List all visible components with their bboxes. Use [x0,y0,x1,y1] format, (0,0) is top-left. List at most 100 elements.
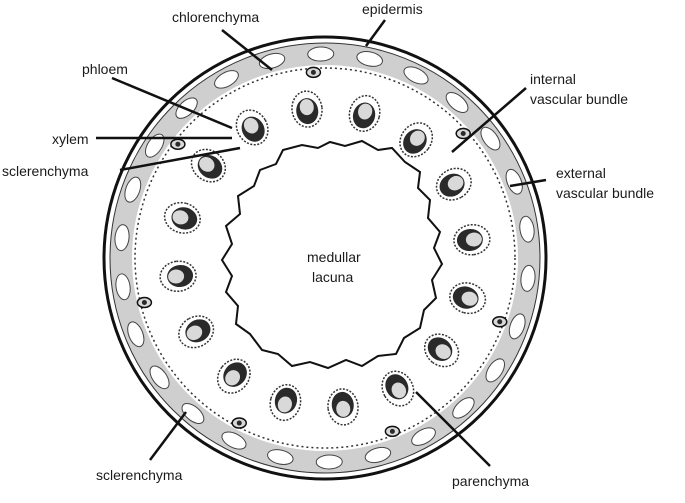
bundle-phloem [409,130,425,146]
chlorenchyma-patch [364,446,392,464]
chlorenchyma-patch [307,46,335,62]
chlorenchyma-patch [267,449,294,465]
label-phloem: phloem [82,61,128,77]
bundle-phloem [199,156,215,172]
bundle-phloem [358,103,373,120]
bundle-phloem [168,269,185,284]
external-bundle-core [236,420,242,426]
chlorenchyma-patch [214,70,239,89]
leader-chlorenchyma [221,29,273,71]
bundle-phloem [336,400,351,417]
internal-vascular-bundle [381,370,415,407]
bundle-phloem [465,232,482,247]
internal-vascular-bundle [178,315,215,349]
internal-vascular-bundle [216,358,251,394]
internal-vascular-bundle [449,282,487,315]
chlorenchyma-patch [149,365,170,390]
inner-boundary [134,67,516,449]
chlorenchyma-patches [114,46,536,470]
internal-vascular-bundle [291,90,323,128]
chlorenchyma-patch [480,126,501,151]
label-external-bundle-2: vascular bundle [556,185,654,201]
outer-boundary [109,42,541,474]
external-bundle-core [141,300,147,306]
leader-sclerenchyma-bottom [149,411,187,461]
bundle-phloem [447,175,464,191]
internal-vascular-bundle [348,94,381,133]
bundle-phloem [391,382,407,399]
chlorenchyma-patch [221,431,247,450]
leader-internal-bundle [451,87,527,153]
external-bundle-core [389,428,395,434]
external-vascular-bundle [491,316,508,328]
bundle-phloem [172,210,189,225]
label-chlorenchyma: chlorenchyma [172,9,259,25]
external-vascular-bundle [455,127,471,140]
internal-vascular-bundle [163,201,201,234]
chlorenchyma-patch [452,397,475,419]
internal-bundles [159,90,491,426]
label-xylem: xylem [52,131,89,147]
label-external-bundle-1: external [556,165,606,181]
chlorenchyma-patch [144,133,165,158]
label-internal-bundle-2: vascular bundle [530,91,628,107]
chlorenchyma-patch [181,403,205,424]
internal-vascular-bundle [327,388,359,426]
external-vascular-bundle [384,425,401,438]
chlorenchyma-patch [127,321,145,348]
bundle-phloem [435,344,451,360]
bundle-phloem [461,291,478,306]
external-bundle-core [310,69,316,75]
internal-vascular-bundle [435,167,472,201]
leader-lines [96,19,547,467]
chlorenchyma-patch [315,454,343,470]
internal-vascular-bundle [235,109,269,146]
internal-vascular-bundle [159,260,197,293]
label-parenchyma: parenchyma [452,473,529,489]
chlorenchyma-patch [403,66,429,85]
chlorenchyma-patch [505,168,523,195]
leader-external-bundle [509,178,547,188]
chlorenchyma-patch [115,273,131,301]
label-sclerenchyma-bottom: sclerenchyma [96,467,183,483]
leader-epidermis [364,19,387,47]
label-internal-bundle-1: internal [530,71,576,87]
chlorenchyma-patch [356,51,383,67]
internal-vascular-bundle [269,383,302,422]
internal-vascular-bundle [453,223,491,256]
external-bundles [136,66,508,438]
leader-sclerenchyma-top [119,146,241,172]
medullar-lacuna [220,139,444,370]
chlorenchyma-patch [124,176,142,203]
leader-phloem [111,76,233,130]
bundle-phloem [277,396,292,413]
external-bundle-core [175,141,181,147]
bundle-phloem [243,117,259,134]
chlorenchyma-patch [508,313,526,340]
external-vascular-bundle [170,138,186,150]
external-vascular-bundle [305,66,322,79]
bundle-phloem [299,99,314,116]
internal-vascular-bundle [190,148,227,183]
label-lacuna-1: medullar [307,249,361,265]
external-vascular-bundle [136,296,153,309]
external-vascular-bundle [231,417,247,429]
external-bundle-core [497,319,503,325]
chlorenchyma-patch [519,215,535,243]
bundle-phloem [186,325,203,341]
label-lacuna-2: lacuna [312,269,353,285]
external-bundle-core [460,131,466,137]
internal-vascular-bundle [399,122,434,158]
chlorenchyma-patch [445,92,469,113]
chlorenchyma-patch [485,358,506,383]
chlorenchyma-patch [411,427,436,446]
bundle-phloem [225,370,241,386]
chlorenchyma-patch [114,224,130,252]
label-sclerenchyma-top: sclerenchyma [2,163,89,179]
label-epidermis: epidermis [362,1,423,17]
chlorenchyma-patch [520,264,536,292]
leader-parenchyma [415,391,491,467]
internal-vascular-bundle [423,333,460,368]
